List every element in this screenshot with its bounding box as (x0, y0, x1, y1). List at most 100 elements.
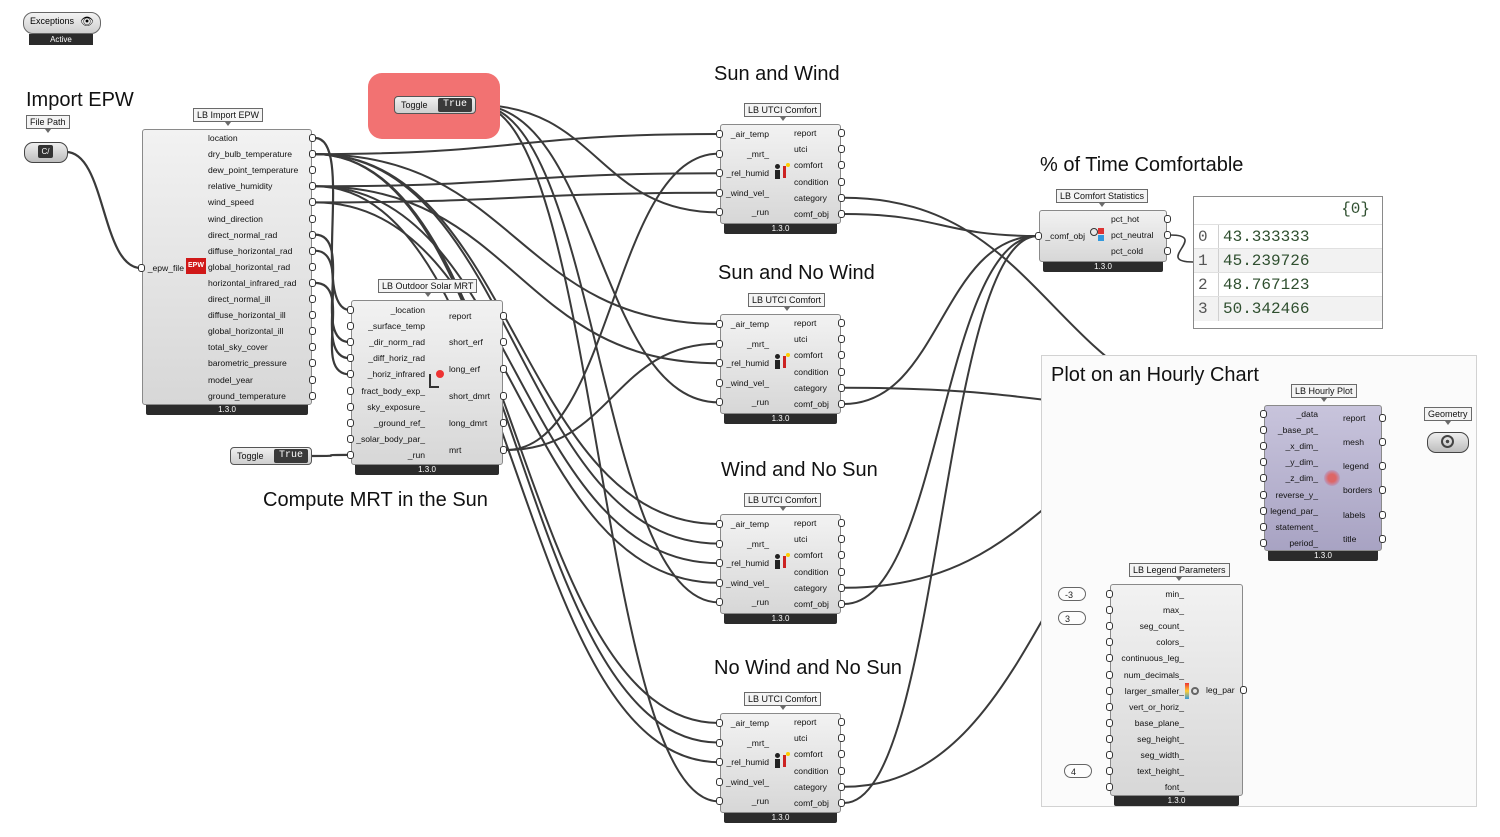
utci-sun-no-wind-input-port[interactable] (716, 320, 723, 328)
solar-mrt-input-port[interactable] (347, 306, 354, 314)
solar-mrt-input-port[interactable] (347, 402, 354, 411)
utci-wind-no-sun-input-port[interactable] (716, 598, 723, 607)
import-epw-output-port[interactable] (309, 295, 316, 303)
utci-sun-wind-output-port[interactable] (838, 161, 845, 170)
utci-sun-no-wind-input-port[interactable] (716, 398, 723, 407)
import-epw-input-port[interactable] (138, 264, 145, 272)
utci-no-wind-no-sun-output-port[interactable] (838, 718, 845, 726)
import-epw-output-port[interactable] (309, 391, 316, 400)
run-toggle-top[interactable]: Toggle True (394, 96, 476, 114)
utci-wind-no-sun-output-port[interactable] (838, 519, 845, 527)
solar-mrt-input-port[interactable] (347, 322, 354, 331)
legend-params-input-port[interactable] (1106, 670, 1113, 679)
hourly-plot-input-port[interactable] (1260, 426, 1267, 435)
legend-params-input-port[interactable] (1106, 638, 1113, 647)
utci-wind-no-sun-input-port[interactable] (716, 520, 723, 528)
utci-no-wind-no-sun-input-port[interactable] (716, 797, 723, 806)
utci-no-wind-no-sun-output-port[interactable] (838, 782, 845, 791)
solar-mrt-output-port[interactable] (500, 338, 507, 346)
import-epw-output-port[interactable] (309, 166, 316, 175)
utci-sun-no-wind-input-port[interactable] (716, 359, 723, 368)
utci-no-wind-no-sun-output-port[interactable] (838, 750, 845, 759)
utci-sun-wind-component[interactable] (720, 124, 841, 224)
utci-sun-wind-output-port[interactable] (838, 177, 845, 186)
utci-sun-no-wind-output-port[interactable] (838, 335, 845, 344)
legend-params-input-port[interactable] (1106, 702, 1113, 711)
hourly-plot-input-port[interactable] (1260, 458, 1267, 467)
utci-no-wind-no-sun-output-port[interactable] (838, 734, 845, 743)
hourly-plot-input-port[interactable] (1260, 474, 1267, 483)
utci-wind-no-sun-output-port[interactable] (838, 600, 845, 608)
text-height-number-input[interactable]: 4 (1064, 764, 1092, 778)
hourly-plot-input-port[interactable] (1260, 490, 1267, 499)
legend-params-input-port[interactable] (1106, 622, 1113, 631)
utci-sun-no-wind-output-port[interactable] (838, 367, 845, 376)
utci-wind-no-sun-component[interactable] (720, 514, 841, 614)
solar-mrt-output-port[interactable] (500, 312, 507, 320)
legend-params-component[interactable] (1110, 584, 1243, 796)
comfort-stats-output-port[interactable] (1164, 247, 1171, 255)
utci-no-wind-no-sun-input-port[interactable] (716, 719, 723, 727)
legend-params-input-port[interactable] (1106, 686, 1113, 695)
utci-sun-no-wind-output-port[interactable] (838, 383, 845, 392)
exceptions-widget[interactable]: Exceptions 👁 Active (23, 12, 101, 46)
import-epw-output-port[interactable] (309, 327, 316, 336)
comfort-stats-input-port[interactable] (1035, 232, 1042, 240)
import-epw-output-port[interactable] (309, 278, 316, 287)
utci-no-wind-no-sun-input-port[interactable] (716, 738, 723, 747)
legend-params-input-port[interactable] (1106, 606, 1113, 615)
solar-mrt-input-port[interactable] (347, 450, 354, 459)
utci-sun-wind-output-port[interactable] (838, 129, 845, 137)
import-epw-output-port[interactable] (309, 182, 316, 191)
hourly-plot-input-port[interactable] (1260, 442, 1267, 451)
hourly-plot-output-port[interactable] (1379, 438, 1386, 446)
utci-wind-no-sun-input-port[interactable] (716, 578, 723, 587)
import-epw-output-port[interactable] (309, 214, 316, 223)
utci-sun-wind-input-port[interactable] (716, 208, 723, 217)
utci-sun-wind-output-port[interactable] (838, 145, 845, 154)
legend-params-input-port[interactable] (1106, 654, 1113, 663)
import-epw-component[interactable] (142, 129, 312, 405)
legend-params-input-port[interactable] (1106, 767, 1113, 776)
hourly-plot-output-port[interactable] (1379, 414, 1386, 422)
import-epw-output-port[interactable] (309, 230, 316, 239)
legend-params-input-port[interactable] (1106, 590, 1113, 598)
solar-mrt-input-port[interactable] (347, 354, 354, 363)
utci-no-wind-no-sun-output-port[interactable] (838, 799, 845, 807)
import-epw-output-port[interactable] (309, 311, 316, 320)
max-number-input[interactable]: 3 (1058, 611, 1086, 625)
hourly-plot-input-port[interactable] (1260, 522, 1267, 531)
solar-mrt-input-port[interactable] (347, 370, 354, 379)
utci-wind-no-sun-output-port[interactable] (838, 535, 845, 544)
solar-mrt-input-port[interactable] (347, 338, 354, 347)
utci-sun-wind-input-port[interactable] (716, 149, 723, 158)
import-epw-output-port[interactable] (309, 375, 316, 384)
solar-mrt-output-port[interactable] (500, 419, 507, 427)
utci-wind-no-sun-output-port[interactable] (838, 567, 845, 576)
hourly-plot-output-port[interactable] (1379, 535, 1386, 543)
utci-no-wind-no-sun-component[interactable] (720, 713, 841, 813)
solar-mrt-output-port[interactable] (500, 446, 507, 454)
comfort-stats-output-port[interactable] (1164, 231, 1171, 239)
utci-no-wind-no-sun-input-port[interactable] (716, 777, 723, 786)
solar-mrt-input-port[interactable] (347, 386, 354, 395)
import-epw-output-port[interactable] (309, 359, 316, 368)
utci-wind-no-sun-output-port[interactable] (838, 551, 845, 560)
legend-params-input-port[interactable] (1106, 751, 1113, 759)
import-epw-output-port[interactable] (309, 343, 316, 352)
utci-sun-wind-output-port[interactable] (838, 193, 845, 202)
hourly-plot-output-port[interactable] (1379, 511, 1386, 519)
legend-params-output-port[interactable] (1240, 686, 1247, 694)
import-epw-output-port[interactable] (309, 246, 316, 255)
utci-sun-no-wind-output-port[interactable] (838, 319, 845, 327)
utci-sun-wind-input-port[interactable] (716, 169, 723, 178)
min-number-input[interactable]: -3 (1058, 587, 1086, 601)
hourly-plot-output-port[interactable] (1379, 462, 1386, 470)
utci-no-wind-no-sun-output-port[interactable] (838, 766, 845, 775)
legend-params-input-port[interactable] (1106, 718, 1113, 727)
comfort-stats-output-port[interactable] (1164, 215, 1171, 223)
utci-wind-no-sun-input-port[interactable] (716, 539, 723, 548)
utci-sun-no-wind-input-port[interactable] (716, 378, 723, 387)
utci-sun-no-wind-input-port[interactable] (716, 339, 723, 348)
